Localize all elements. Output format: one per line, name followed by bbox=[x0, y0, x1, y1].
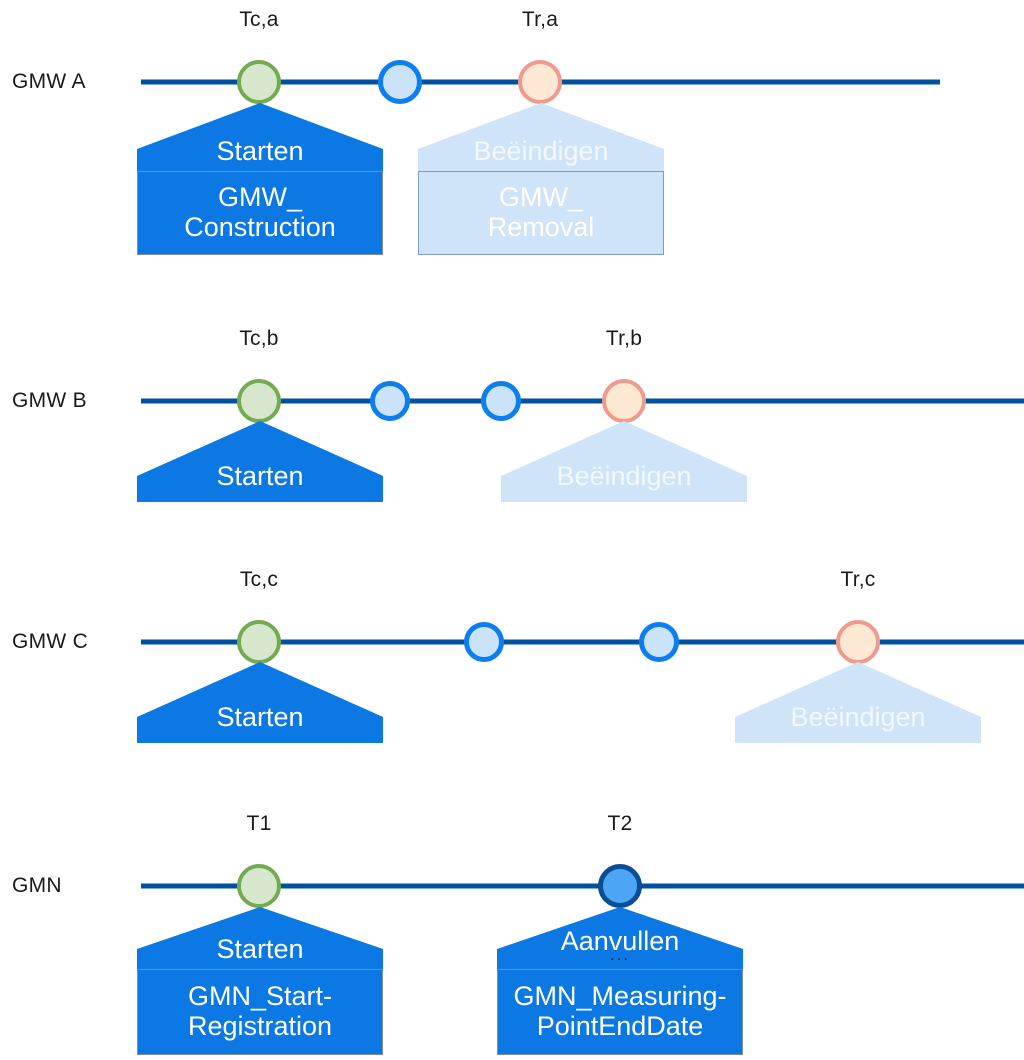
tick-label-tc-b: Tc,b bbox=[239, 327, 279, 350]
marker-blue-gmw-b-2[interactable] bbox=[481, 381, 521, 421]
event-gmw-c-starten[interactable]: Starten bbox=[137, 662, 383, 743]
tick-label-tr-b: Tr,b bbox=[605, 327, 643, 350]
tick-label-tc-a: Tc,a bbox=[239, 8, 279, 31]
tick-label-tr-c: Tr,c bbox=[840, 568, 876, 591]
marker-peach-tr-b[interactable] bbox=[602, 379, 646, 423]
marker-blue-gmw-c-1[interactable] bbox=[464, 622, 504, 662]
event-gmw-b-starten[interactable]: Starten bbox=[137, 421, 383, 502]
row-label-gmw-b: GMW B bbox=[12, 389, 87, 412]
row-label-gmw-c: GMW C bbox=[12, 630, 89, 653]
marker-green-tc-a[interactable] bbox=[237, 60, 281, 104]
marker-green-t1[interactable] bbox=[237, 864, 281, 908]
marker-blue-gmw-c-2[interactable] bbox=[639, 622, 679, 662]
marker-blue-gmw-b-1[interactable] bbox=[370, 381, 410, 421]
event-box-gmw-removal: GMW_ Removal bbox=[418, 171, 664, 255]
event-box-gmn-measuringpointenddate: GMN_Measuring- PointEndDate bbox=[497, 969, 743, 1055]
event-gmn-aanvullen[interactable]: Aanvullen ... GMN_Measuring- PointEndDat… bbox=[497, 907, 743, 1055]
row-label-gmn: GMN bbox=[12, 874, 62, 897]
marker-peach-tr-a[interactable] bbox=[518, 60, 562, 104]
event-gmw-c-beeindigen[interactable]: Beëindigen bbox=[735, 662, 981, 743]
pennant-shape-aanvullen-gmn: Aanvullen ... bbox=[497, 907, 743, 969]
timeline-gmw-c bbox=[141, 639, 1024, 645]
marker-blue-gmw-a-1[interactable] bbox=[378, 60, 422, 104]
row-label-gmw-a: GMW A bbox=[12, 70, 86, 93]
marker-green-tc-c[interactable] bbox=[237, 620, 281, 664]
event-box-gmn-start-registration: GMN_Start- Registration bbox=[137, 969, 383, 1055]
pennant-shape-starten-gmn: Starten bbox=[137, 907, 383, 969]
event-gmn-starten[interactable]: Starten GMN_Start- Registration bbox=[137, 907, 383, 1055]
event-box-gmw-construction: GMW_ Construction bbox=[137, 171, 383, 255]
pennant-shape-starten-b: Starten bbox=[137, 421, 383, 502]
marker-navy-t2[interactable] bbox=[598, 864, 642, 908]
event-gmw-a-beeindigen[interactable]: Beëindigen GMW_ Removal bbox=[418, 103, 664, 255]
marker-green-tc-b[interactable] bbox=[237, 379, 281, 423]
timeline-gmn bbox=[141, 883, 1024, 889]
pennant-shape-beeindigen-c: Beëindigen bbox=[735, 662, 981, 743]
event-gmw-b-beeindigen[interactable]: Beëindigen bbox=[501, 421, 747, 502]
pennant-shape-beeindigen-b: Beëindigen bbox=[501, 421, 747, 502]
pennant-shape-starten-c: Starten bbox=[137, 662, 383, 743]
tick-label-t2: T2 bbox=[607, 812, 633, 835]
tick-label-tr-a: Tr,a bbox=[521, 8, 559, 31]
pennant-shape-starten-a: Starten bbox=[137, 103, 383, 171]
event-gmw-a-starten[interactable]: Starten GMW_ Construction bbox=[137, 103, 383, 255]
timeline-gmw-b bbox=[141, 398, 1024, 404]
marker-peach-tr-c[interactable] bbox=[836, 620, 880, 664]
tick-label-tc-c: Tc,c bbox=[239, 568, 279, 591]
pennant-shape-beeindigen-a: Beëindigen bbox=[418, 103, 664, 171]
tick-label-t1: T1 bbox=[246, 812, 272, 835]
